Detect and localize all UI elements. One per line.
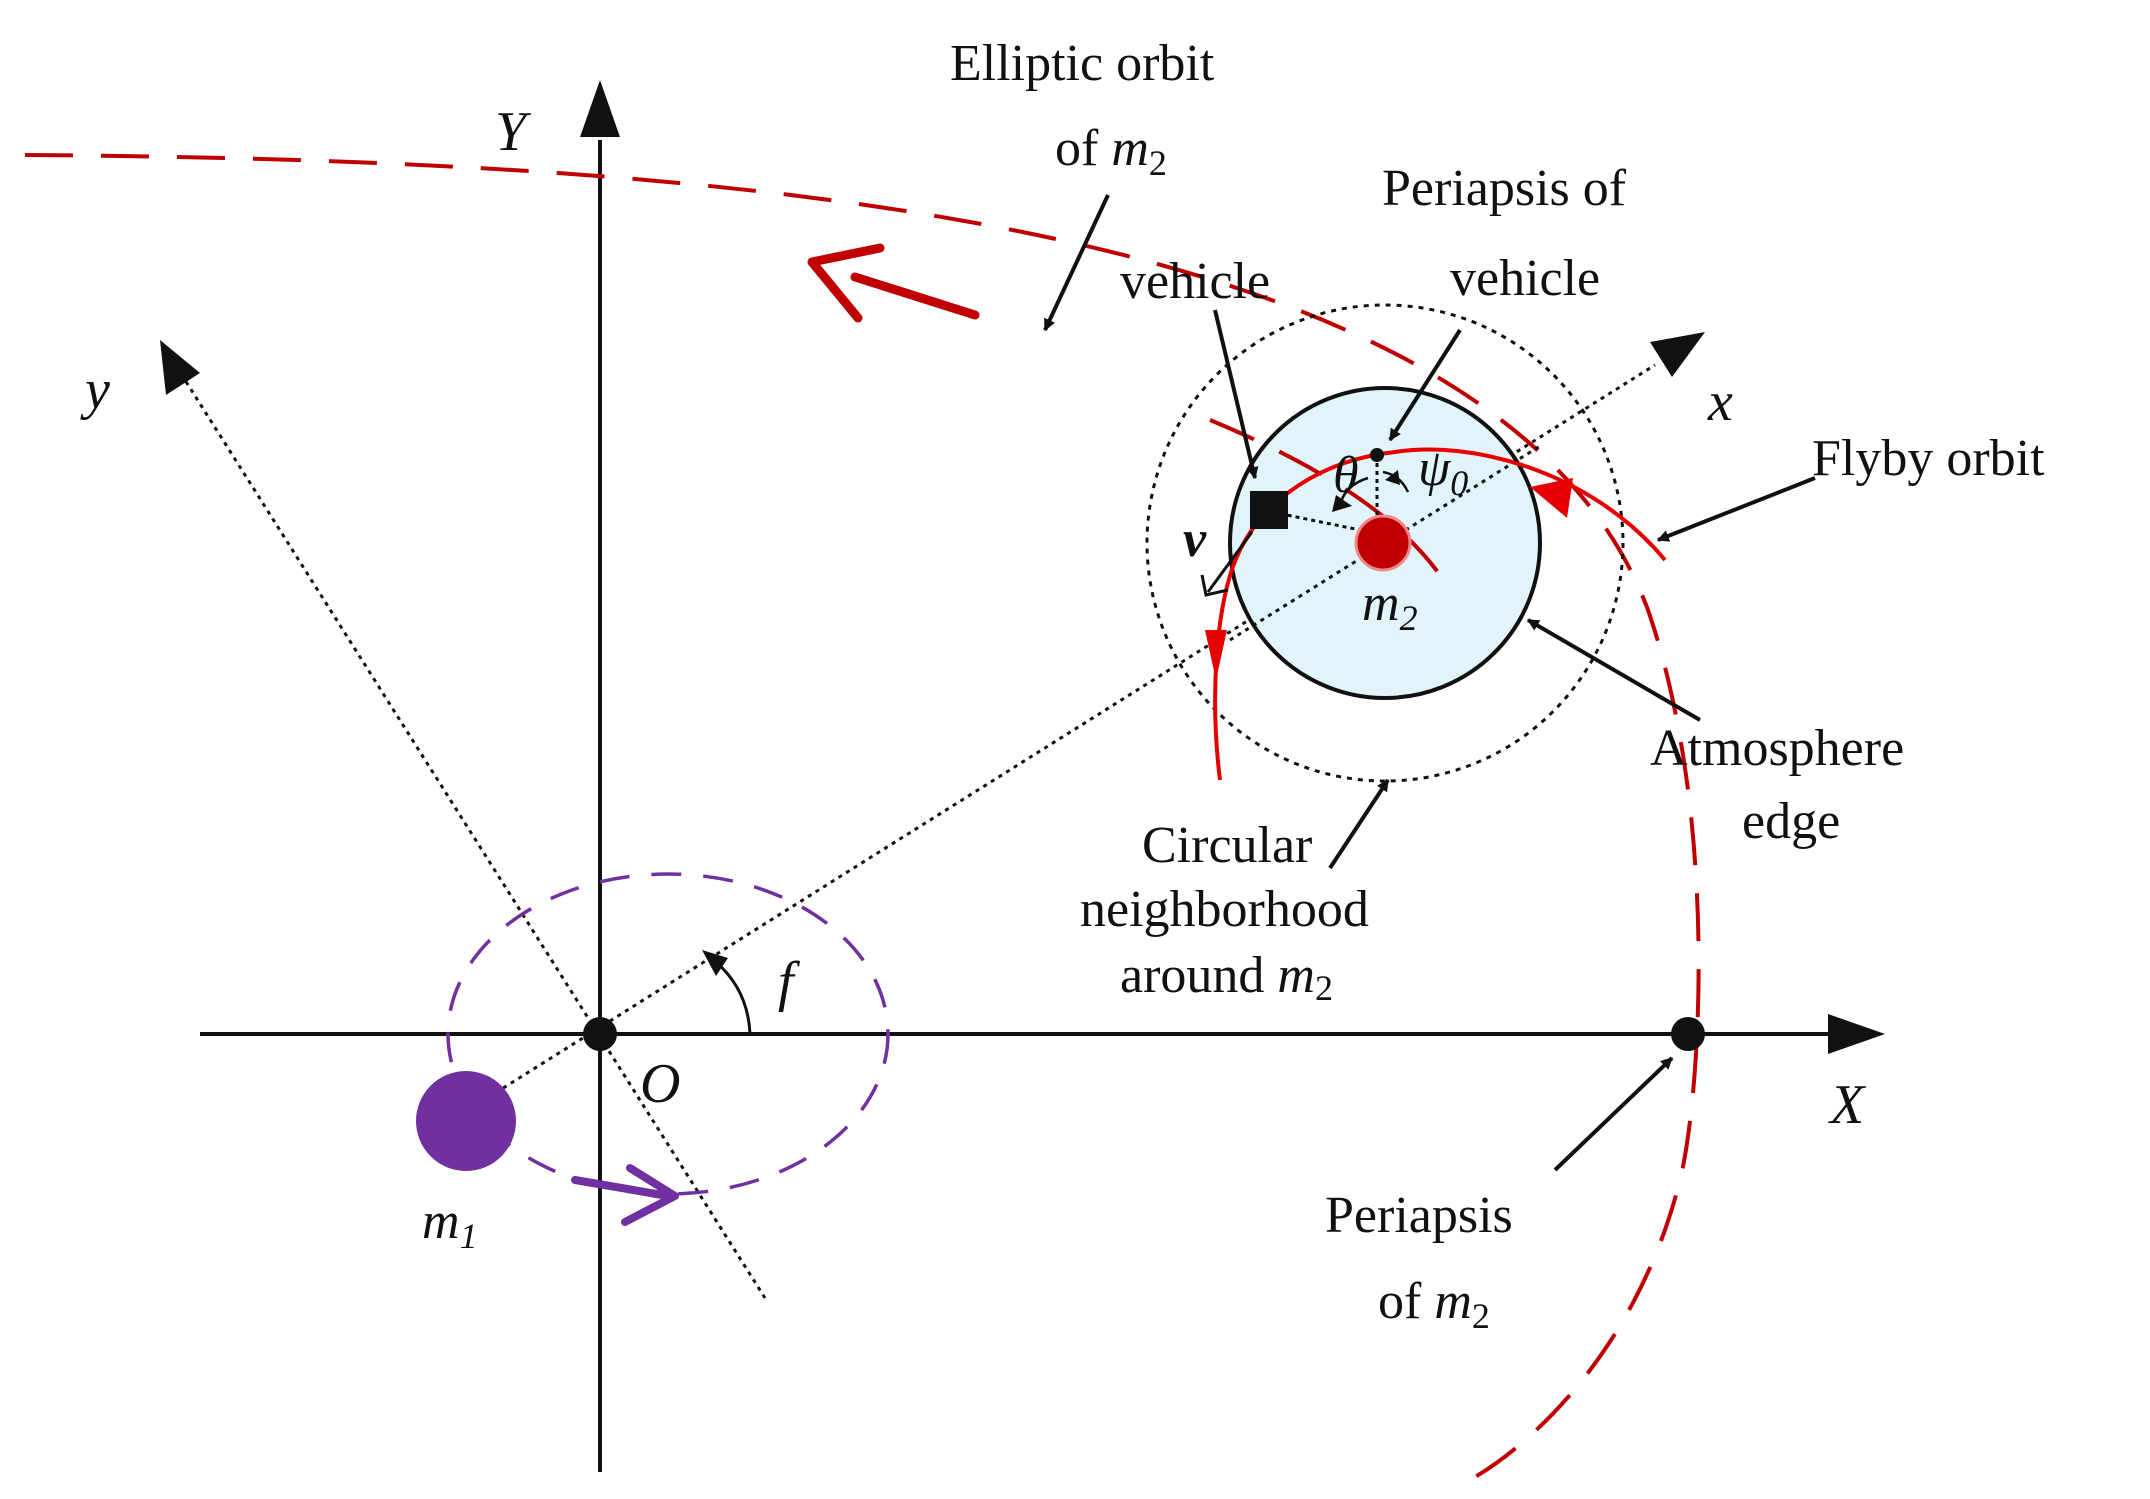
angle-f-arc: [715, 960, 752, 1035]
velocity-label: v: [1183, 511, 1207, 568]
origin-dot-icon: [583, 1017, 617, 1051]
elliptic-orbit-direction-arrow: [807, 243, 980, 323]
circular-neighborhood-label-line1: Circular: [1142, 817, 1312, 874]
vehicle-square-icon: [1250, 491, 1288, 529]
axis-X: [200, 1014, 1885, 1054]
axis-X-label: X: [1828, 1074, 1867, 1136]
axis-Y: [580, 80, 620, 1472]
axis-Y-arrowhead: [580, 80, 620, 137]
psi-label: ψ0: [1418, 440, 1468, 503]
m1-orbit-direction-arrow: [571, 1164, 679, 1226]
m1-body-icon: [416, 1071, 516, 1171]
angle-f-label: f: [778, 951, 801, 1013]
periapsis-vehicle-label-line2: vehicle: [1450, 250, 1600, 307]
periapsis-vehicle-dot-icon: [1370, 448, 1384, 462]
flyby-direction-arrowhead-1: [1530, 478, 1573, 518]
m2-body-icon: [1354, 514, 1412, 572]
circular-neighborhood-label-line2: neighborhood: [1080, 881, 1369, 938]
theta-label: θ: [1333, 447, 1359, 504]
axis-x-label: x: [1707, 371, 1733, 433]
flyby-direction-arrowhead-2: [1205, 630, 1227, 680]
angle-theta-arrowhead: [1332, 495, 1352, 512]
axis-y-label: y: [80, 359, 110, 421]
callout-atmosphere-edge: [1526, 618, 1702, 722]
origin-label: O: [640, 1053, 680, 1115]
axis-y-arrowhead: [160, 340, 200, 395]
axis-x-arrowhead: [1650, 332, 1705, 377]
callout-periapsis-vehicle: [1388, 328, 1462, 442]
flyby-orbit-label: Flyby orbit: [1812, 430, 2045, 487]
periapsis-m2-label-line1: Periapsis: [1325, 1187, 1513, 1244]
axis-Y-label: Y: [495, 101, 532, 163]
callout-vehicle: [1213, 309, 1259, 480]
periapsis-vehicle-label-line1: Periapsis of: [1382, 160, 1627, 217]
m1-orbit: [446, 872, 890, 1196]
m2-label: m2: [1362, 575, 1418, 638]
elliptic-orbit-m2: [24, 153, 1701, 1482]
velocity-vector: [1206, 531, 1254, 593]
callout-periapsis-m2: [1553, 1056, 1674, 1172]
m1-label: m1: [422, 1193, 478, 1256]
elliptic-orbit-m2-inner: [1209, 418, 1442, 577]
circular-neighborhood: [1145, 303, 1625, 783]
angle-psi-arrowhead: [1385, 470, 1400, 485]
callout-circular-neighborhood: [1328, 778, 1390, 870]
atmosphere-edge-label-line2: edge: [1742, 793, 1840, 850]
axis-X-arrowhead: [1828, 1014, 1885, 1054]
callout-flyby-orbit: [1656, 476, 1816, 542]
vehicle-to-m2-line: [1271, 510, 1361, 532]
callout-elliptic-orbit: [1043, 194, 1110, 332]
velocity-vector-arrowhead: [1200, 574, 1229, 597]
periapsis-m2-dot-icon: [1671, 1017, 1705, 1051]
periapsis-m2-label-line2: of m2: [1378, 1273, 1490, 1336]
axis-y-rotating: [160, 340, 767, 1299]
axis-x-rotating: [464, 332, 1705, 1114]
elliptic-orbit-label-line1: Elliptic orbit: [950, 35, 1215, 92]
angle-f-arrowhead: [702, 950, 728, 976]
atmosphere-edge-label-line1: Atmosphere: [1650, 720, 1904, 777]
circular-neighborhood-label-line3: around m2: [1120, 947, 1333, 1008]
vehicle-label: vehicle: [1120, 253, 1270, 310]
elliptic-orbit-label-line2: of m2: [1055, 120, 1167, 183]
